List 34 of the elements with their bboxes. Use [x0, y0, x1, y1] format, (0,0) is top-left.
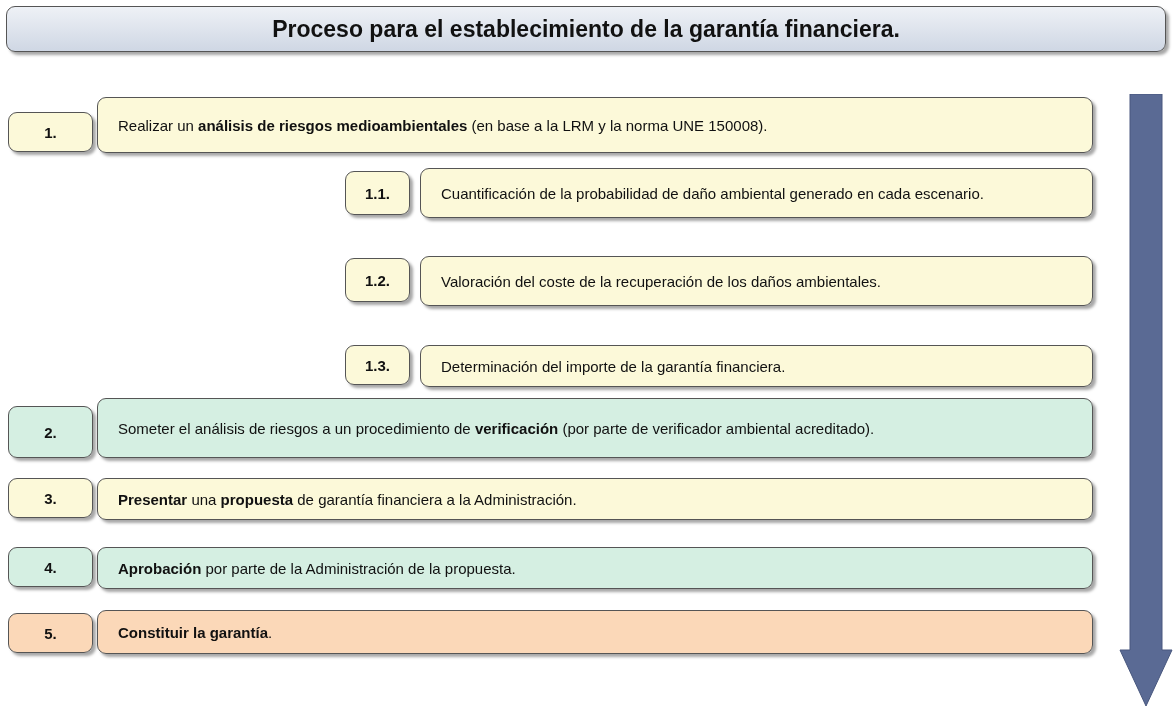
title-banner — [6, 6, 1166, 52]
step-number: 1.3. — [365, 356, 390, 374]
step-number: 5. — [44, 624, 57, 642]
step-number-box — [8, 547, 93, 587]
step-number-box — [8, 406, 93, 458]
step-number: 1. — [44, 123, 57, 141]
step-box — [97, 398, 1093, 458]
step-box — [420, 168, 1093, 218]
step-box — [97, 478, 1093, 520]
step-number-box — [345, 258, 410, 302]
step-text: Constituir la garantía. — [118, 623, 273, 641]
step-number: 3. — [44, 489, 57, 507]
step-number-box — [8, 478, 93, 518]
step-number: 1.1. — [365, 184, 390, 202]
title: Proceso para el establecimiento de la garantía financiera. — [272, 15, 900, 43]
step-text: Aprobación por parte de la Administración de la propuesta. — [118, 559, 516, 577]
step-text: Someter el análisis de riesgos a un procedimiento de verificación (por parte de verificador ambiental acreditado). — [118, 419, 875, 437]
step-box — [97, 97, 1093, 153]
step-number: 2. — [44, 423, 57, 441]
step-box — [97, 610, 1093, 654]
step-number: 1.2. — [365, 271, 390, 289]
step-box — [97, 547, 1093, 589]
step-box — [420, 345, 1093, 387]
step-number-box — [8, 112, 93, 152]
step-number-box — [345, 171, 410, 215]
step-text: Valoración del coste de la recuperación de los daños ambientales. — [441, 272, 881, 290]
step-number-box — [8, 613, 93, 653]
step-number: 4. — [44, 558, 57, 576]
step-number-box — [345, 345, 410, 385]
step-text: Realizar un análisis de riesgos medioambientales (en base a la LRM y la norma UNE 150008). — [118, 116, 768, 134]
step-box — [420, 256, 1093, 306]
step-text: Presentar una propuesta de garantía financiera a la Administración. — [118, 490, 577, 508]
step-text: Determinación del importe de la garantía financiera. — [441, 357, 786, 375]
step-text: Cuantificación de la probabilidad de daño ambiental generado en cada escenario. — [441, 184, 984, 202]
